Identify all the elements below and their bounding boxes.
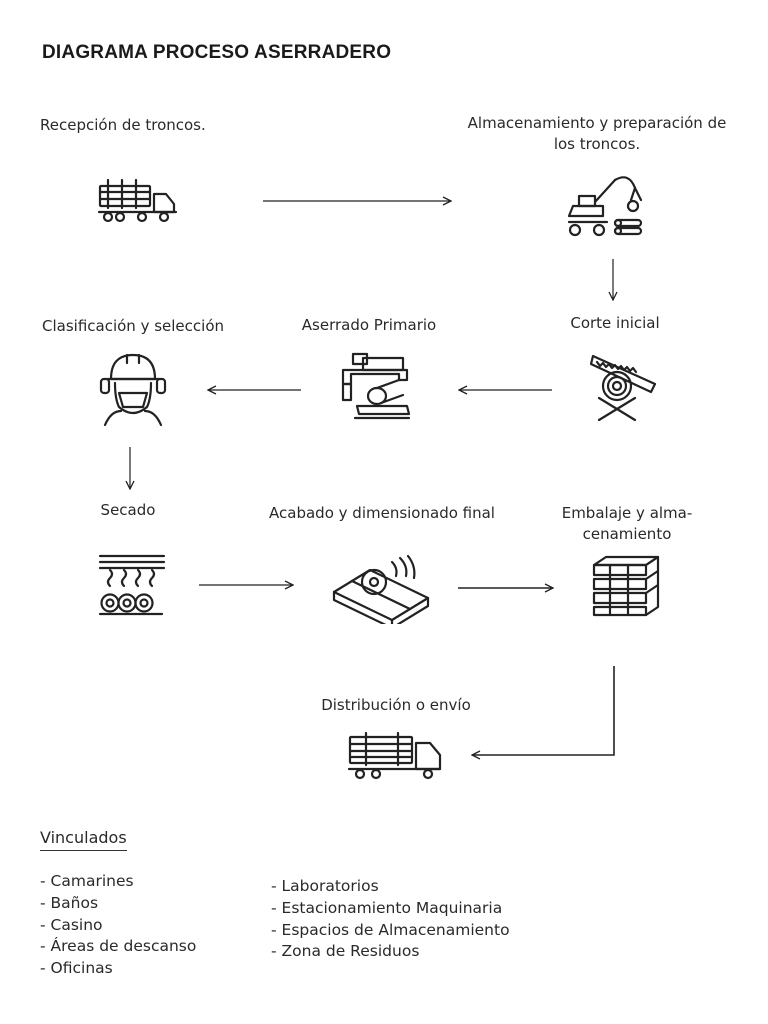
arrow-embalaje-to-distribucion (472, 666, 615, 755)
step-label-almacenamiento: Almacenamiento y preparación de los tron… (467, 114, 727, 153)
drying-logs-icon (98, 554, 166, 616)
step-label-recepcion: Recepción de troncos. (40, 116, 206, 134)
vinculados-list-2: Laboratorios Estacionamiento Maquinaria … (271, 876, 510, 963)
list-item: Camarines (40, 871, 196, 893)
step-label-aserrado: Aserrado Primario (301, 316, 437, 334)
saw-log-icon (589, 354, 657, 422)
list-item: Áreas de descanso (40, 936, 197, 958)
log-loader-icon (567, 176, 643, 237)
list-item: Espacios de Almacenamiento (271, 920, 510, 942)
stacked-lumber-icon (592, 555, 660, 617)
step-label-secado: Secado (100, 501, 156, 519)
vinculados-list-1: Camarines Baños Casino Áreas de descanso… (40, 871, 197, 980)
step-label-distribucion: Distribución o envío (321, 696, 471, 714)
step-label-corte: Corte inicial (570, 314, 660, 332)
step-label-acabado: Acabado y dimensionado final (269, 504, 495, 522)
list-item: Laboratorios (271, 876, 510, 898)
step-label-clasificacion: Clasificación y selección (42, 317, 224, 335)
list-item: Zona de Residuos (271, 941, 510, 963)
step-label-embalaje: Embalaje y alma-cenamiento (561, 504, 693, 543)
list-item: Oficinas (40, 958, 196, 980)
circular-saw-planks-icon (332, 554, 430, 624)
vinculados-heading: Vinculados (40, 828, 127, 851)
list-item: Casino (40, 915, 196, 937)
worker-helmet-icon (99, 353, 167, 427)
band-saw-machine-icon (341, 352, 411, 420)
list-item: Baños (40, 893, 196, 915)
page-title: DIAGRAMA PROCESO ASERRADERO (42, 42, 392, 63)
list-item: Estacionamiento Maquinaria (271, 898, 510, 920)
log-truck-icon (347, 731, 442, 780)
log-truck-icon (97, 178, 178, 223)
